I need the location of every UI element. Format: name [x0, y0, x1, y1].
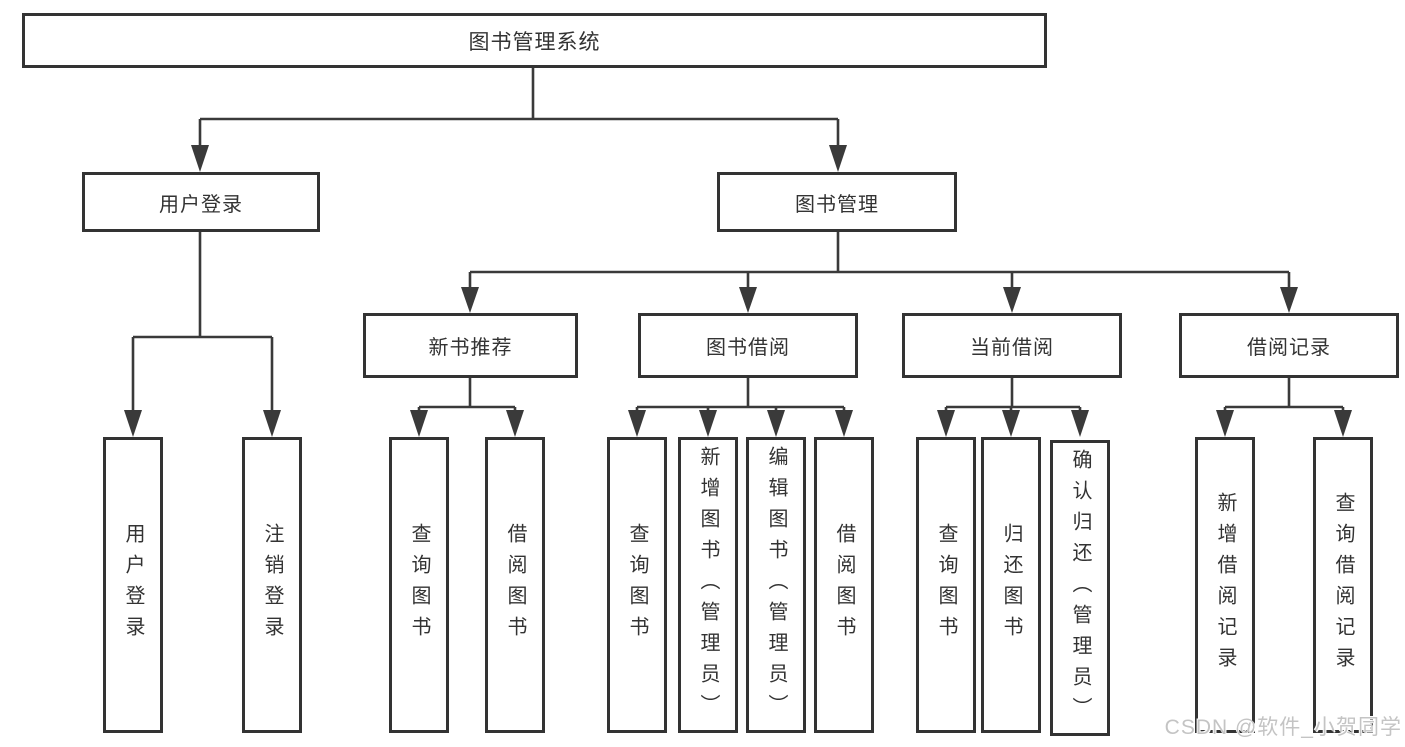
- leaf-cb-confirm-return-admin-label: 确认归还（管理员）: [1069, 448, 1091, 728]
- leaf-logout-label: 注销登录: [261, 523, 283, 647]
- leaf-bb-borrow-books: 借阅图书: [814, 437, 874, 733]
- csdn-watermark: CSDN @软件_小贺同学: [1164, 716, 1402, 739]
- leaf-nb-query-books: 查询图书: [389, 437, 449, 733]
- node-borrow-records-label: 借阅记录: [1247, 337, 1331, 359]
- node-book-borrow-label: 图书借阅: [706, 337, 790, 359]
- leaf-cb-return-books-label: 归还图书: [1000, 523, 1022, 647]
- leaf-bb-borrow-books-label: 借阅图书: [833, 523, 855, 647]
- node-new-book-recommend-label: 新书推荐: [428, 337, 513, 359]
- node-borrow-records: 借阅记录: [1179, 313, 1399, 378]
- leaf-cb-return-books: 归还图书: [981, 437, 1041, 733]
- leaf-nb-query-books-label: 查询图书: [408, 523, 430, 647]
- node-book-management-branch-label: 图书管理: [795, 193, 879, 216]
- leaf-bb-query-books: 查询图书: [607, 437, 667, 733]
- node-user-login-branch: 用户登录: [82, 172, 320, 232]
- node-root-label: 图书管理系统: [468, 30, 601, 54]
- leaf-nb-borrow-books-label: 借阅图书: [504, 523, 526, 647]
- leaf-bb-edit-books-admin: 编辑图书（管理员）: [746, 437, 806, 733]
- leaf-cb-query-books: 查询图书: [916, 437, 976, 733]
- leaf-bb-query-books-label: 查询图书: [626, 523, 648, 647]
- leaf-cb-confirm-return-admin: 确认归还（管理员）: [1050, 440, 1110, 736]
- leaf-br-add-record-label: 新增借阅记录: [1214, 492, 1236, 678]
- leaf-cb-query-books-label: 查询图书: [935, 523, 957, 647]
- node-current-borrow: 当前借阅: [902, 313, 1122, 378]
- node-new-book-recommend: 新书推荐: [363, 313, 578, 378]
- leaf-br-add-record: 新增借阅记录: [1195, 437, 1255, 733]
- leaf-bb-edit-books-admin-label: 编辑图书（管理员）: [765, 445, 787, 725]
- leaf-logout: 注销登录: [242, 437, 302, 733]
- leaf-bb-add-books-admin-label: 新增图书（管理员）: [697, 445, 719, 725]
- node-book-management-branch: 图书管理: [717, 172, 957, 232]
- leaf-user-login: 用户登录: [103, 437, 163, 733]
- leaf-br-query-record-label: 查询借阅记录: [1332, 492, 1354, 678]
- node-current-borrow-label: 当前借阅: [970, 337, 1054, 359]
- leaf-br-query-record: 查询借阅记录: [1313, 437, 1373, 733]
- node-user-login-branch-label: 用户登录: [159, 193, 243, 216]
- leaf-user-login-label: 用户登录: [122, 523, 144, 647]
- leaf-bb-add-books-admin: 新增图书（管理员）: [678, 437, 738, 733]
- node-root-library-system: 图书管理系统: [22, 13, 1047, 68]
- leaf-nb-borrow-books: 借阅图书: [485, 437, 545, 733]
- node-book-borrow: 图书借阅: [638, 313, 858, 378]
